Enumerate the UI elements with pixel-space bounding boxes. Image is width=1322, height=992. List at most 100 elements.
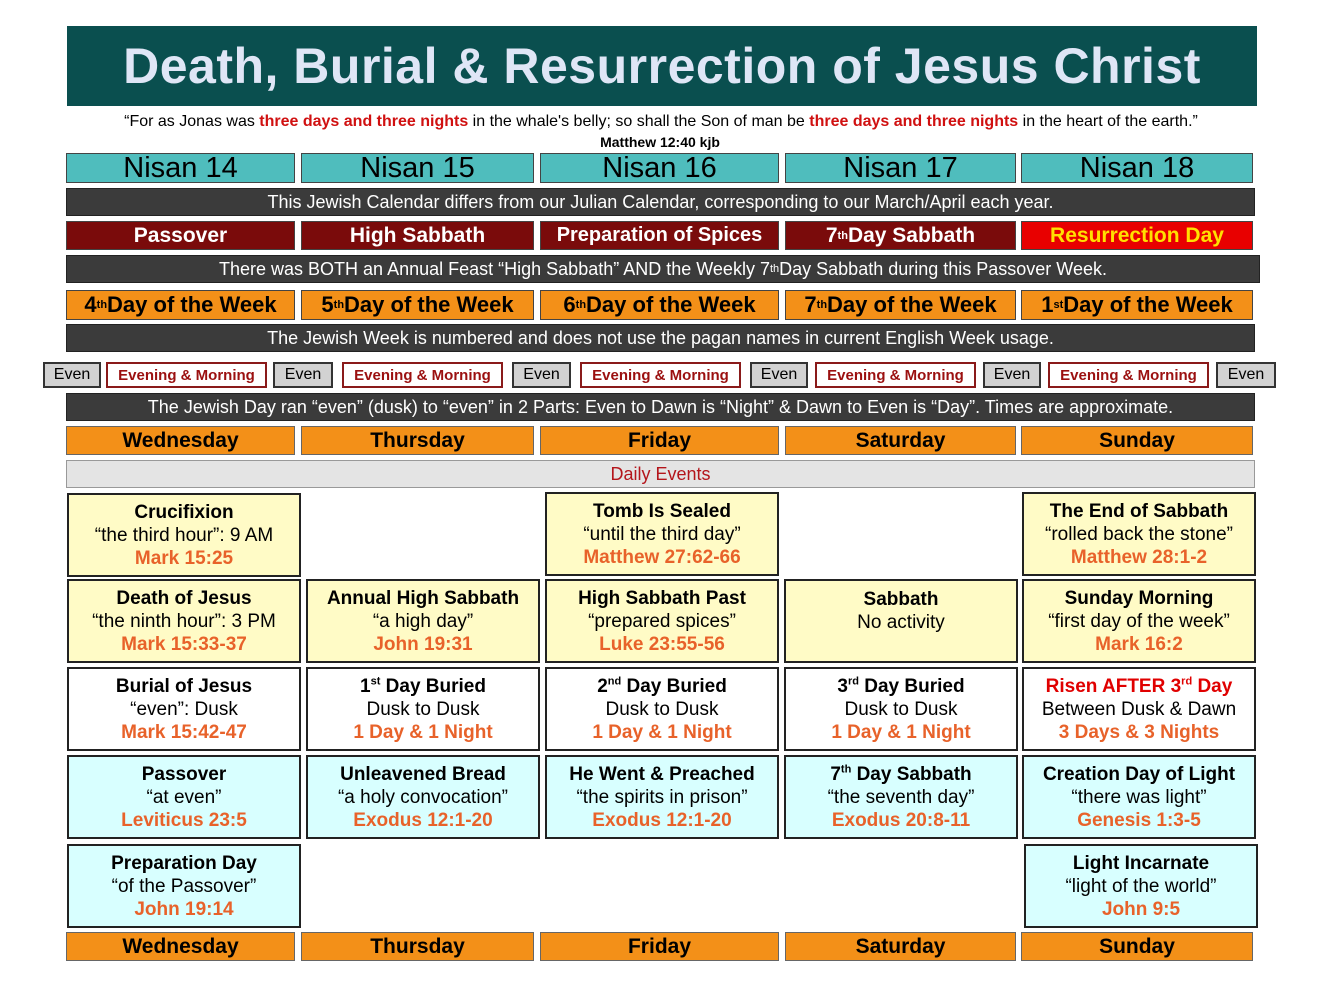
feast-resurrection-day: Resurrection Day	[1021, 221, 1253, 250]
event-reference: Mark 15:42-47	[121, 721, 247, 743]
event-text: Dusk to Dusk	[844, 698, 958, 720]
event-sunday-morning: Sunday Morning “first day of the week” M…	[1022, 579, 1256, 663]
week-day-label: Day of the Week	[344, 292, 514, 317]
event-heading: Passover	[141, 763, 227, 785]
event-text: “of the Passover”	[111, 875, 257, 897]
heading-text: Day Buried	[621, 675, 727, 697]
week-day-num: 4	[84, 292, 97, 317]
event-heading: He Went & Preached	[569, 763, 755, 785]
week-day-num: 5	[321, 292, 334, 317]
event-text: “a high day”	[372, 610, 474, 632]
calendar-note: This Jewish Calendar differs from our Ju…	[66, 188, 1255, 216]
feast-label: Day Sabbath	[847, 223, 976, 247]
quote-highlight: three days and three nights	[259, 113, 469, 130]
nisan-18: Nisan 18	[1021, 152, 1253, 184]
event-reference: Matthew 28:1-2	[1070, 546, 1208, 568]
event-heading: Creation Day of Light	[1042, 763, 1236, 785]
heading-sup: th	[840, 763, 852, 776]
event-text: “at even”	[146, 786, 222, 808]
nisan-14: Nisan 14	[66, 152, 295, 184]
event-heading: 7th Day Sabbath	[830, 763, 971, 786]
heading-num: 7	[830, 763, 841, 785]
note-part: Day Sabbath during this Passover Week.	[779, 258, 1107, 279]
event-heading: Light Incarnate	[1072, 852, 1210, 874]
event-passover: Passover “at even” Leviticus 23:5	[67, 755, 301, 839]
day-sunday-bottom: Sunday	[1021, 932, 1253, 961]
event-text: “until the third day”	[583, 523, 741, 545]
nisan-16: Nisan 16	[540, 152, 779, 184]
event-heading: 3rd Day Buried	[837, 675, 964, 698]
week-day-num: 6	[563, 292, 576, 317]
event-annual-high-sabbath: Annual High Sabbath “a high day” John 19…	[306, 579, 540, 663]
quote-reference: Matthew 12:40 kjb	[600, 134, 720, 150]
event-reference: John 19:14	[134, 898, 234, 920]
heading-num: Risen AFTER 3	[1045, 675, 1182, 697]
day-saturday-bottom: Saturday	[785, 932, 1016, 961]
heading-sup: st	[370, 675, 381, 688]
heading-text: Day	[1192, 675, 1233, 697]
scripture-quote: “For as Jonas was three days and three n…	[20, 113, 1302, 131]
day-saturday: Saturday	[785, 426, 1016, 455]
event-heading: 1st Day Buried	[360, 675, 486, 698]
feast-label: High Sabbath	[349, 223, 486, 247]
event-preparation-day: Preparation Day “of the Passover” John 1…	[67, 844, 301, 928]
week-day-num: 1	[1041, 292, 1054, 317]
event-heading: High Sabbath Past	[578, 587, 746, 609]
nisan-15: Nisan 15	[301, 152, 534, 184]
week-day-label: Day of the Week	[586, 292, 756, 317]
event-7th-day-sabbath: 7th Day Sabbath “the seventh day” Exodus…	[784, 755, 1018, 839]
event-heading: Unleavened Bread	[340, 763, 506, 785]
event-heading: 2nd Day Buried	[597, 675, 727, 698]
event-unleavened-bread: Unleavened Bread “a holy convocation” Ex…	[306, 755, 540, 839]
event-reference: Mark 15:25	[134, 547, 234, 569]
event-heading: The End of Sabbath	[1049, 500, 1229, 522]
heading-sup: rd	[1181, 675, 1193, 688]
event-death-of-jesus: Death of Jesus “the ninth hour”: 3 PM Ma…	[67, 579, 301, 663]
even-label: Even	[273, 362, 333, 388]
day-sunday: Sunday	[1021, 426, 1253, 455]
nisan-17: Nisan 17	[785, 152, 1016, 184]
evening-morning-label: Evening & Morning	[815, 362, 976, 388]
event-reference: John 9:5	[1101, 898, 1181, 920]
feast-label: Preparation of Spices	[556, 224, 763, 246]
heading-text: Day Buried	[380, 675, 486, 697]
feast-label: Resurrection Day	[1050, 223, 1224, 247]
event-text: “light of the world”	[1065, 875, 1217, 897]
daily-events-header: Daily Events	[66, 460, 1255, 488]
week-day-label: Day of the Week	[1063, 292, 1233, 317]
even-label: Even	[512, 362, 571, 388]
quote-part: in the heart of the earth.”	[1018, 113, 1198, 130]
evening-morning-label: Evening & Morning	[106, 362, 267, 388]
event-heading: Preparation Day	[111, 852, 257, 874]
week-day-num: 7	[804, 292, 817, 317]
event-reference: 1 Day & 1 Night	[831, 721, 971, 743]
event-text: “first day of the week”	[1048, 610, 1230, 632]
feast-label: Passover	[133, 223, 228, 247]
event-text: “there was light”	[1071, 786, 1207, 808]
event-2nd-day-buried: 2nd Day Buried Dusk to Dusk 1 Day & 1 Ni…	[545, 667, 779, 751]
heading-num: 3	[837, 675, 848, 697]
feast-preparation-of-spices: Preparation of Spices	[540, 221, 779, 250]
quote-part: “For as Jonas was	[124, 113, 260, 130]
day-friday: Friday	[540, 426, 779, 455]
note-part: There was BOTH an Annual Feast “High Sab…	[219, 258, 770, 279]
even-label: Even	[43, 362, 101, 388]
evening-morning-label: Evening & Morning	[1048, 362, 1209, 388]
event-heading: Sunday Morning	[1064, 587, 1214, 609]
day-note: The Jewish Day ran “even” (dusk) to “eve…	[66, 393, 1255, 421]
week-day-label: Day of the Week	[827, 292, 997, 317]
day-thursday-bottom: Thursday	[301, 932, 534, 961]
event-reference: Matthew 27:62-66	[583, 546, 741, 568]
week-day-label: Day of the Week	[107, 292, 277, 317]
quote-part: in the whale's belly; so shall the Son o…	[468, 113, 810, 130]
event-reference: 3 Days & 3 Nights	[1058, 721, 1220, 743]
event-heading: Crucifixion	[134, 501, 234, 523]
day-friday-bottom: Friday	[540, 932, 779, 961]
event-text: No activity	[857, 612, 945, 633]
event-tomb-sealed: Tomb Is Sealed “until the third day” Mat…	[545, 492, 779, 576]
event-1st-day-buried: 1st Day Buried Dusk to Dusk 1 Day & 1 Ni…	[306, 667, 540, 751]
event-reference: Exodus 12:1-20	[353, 809, 493, 831]
heading-num: 1	[360, 675, 371, 697]
